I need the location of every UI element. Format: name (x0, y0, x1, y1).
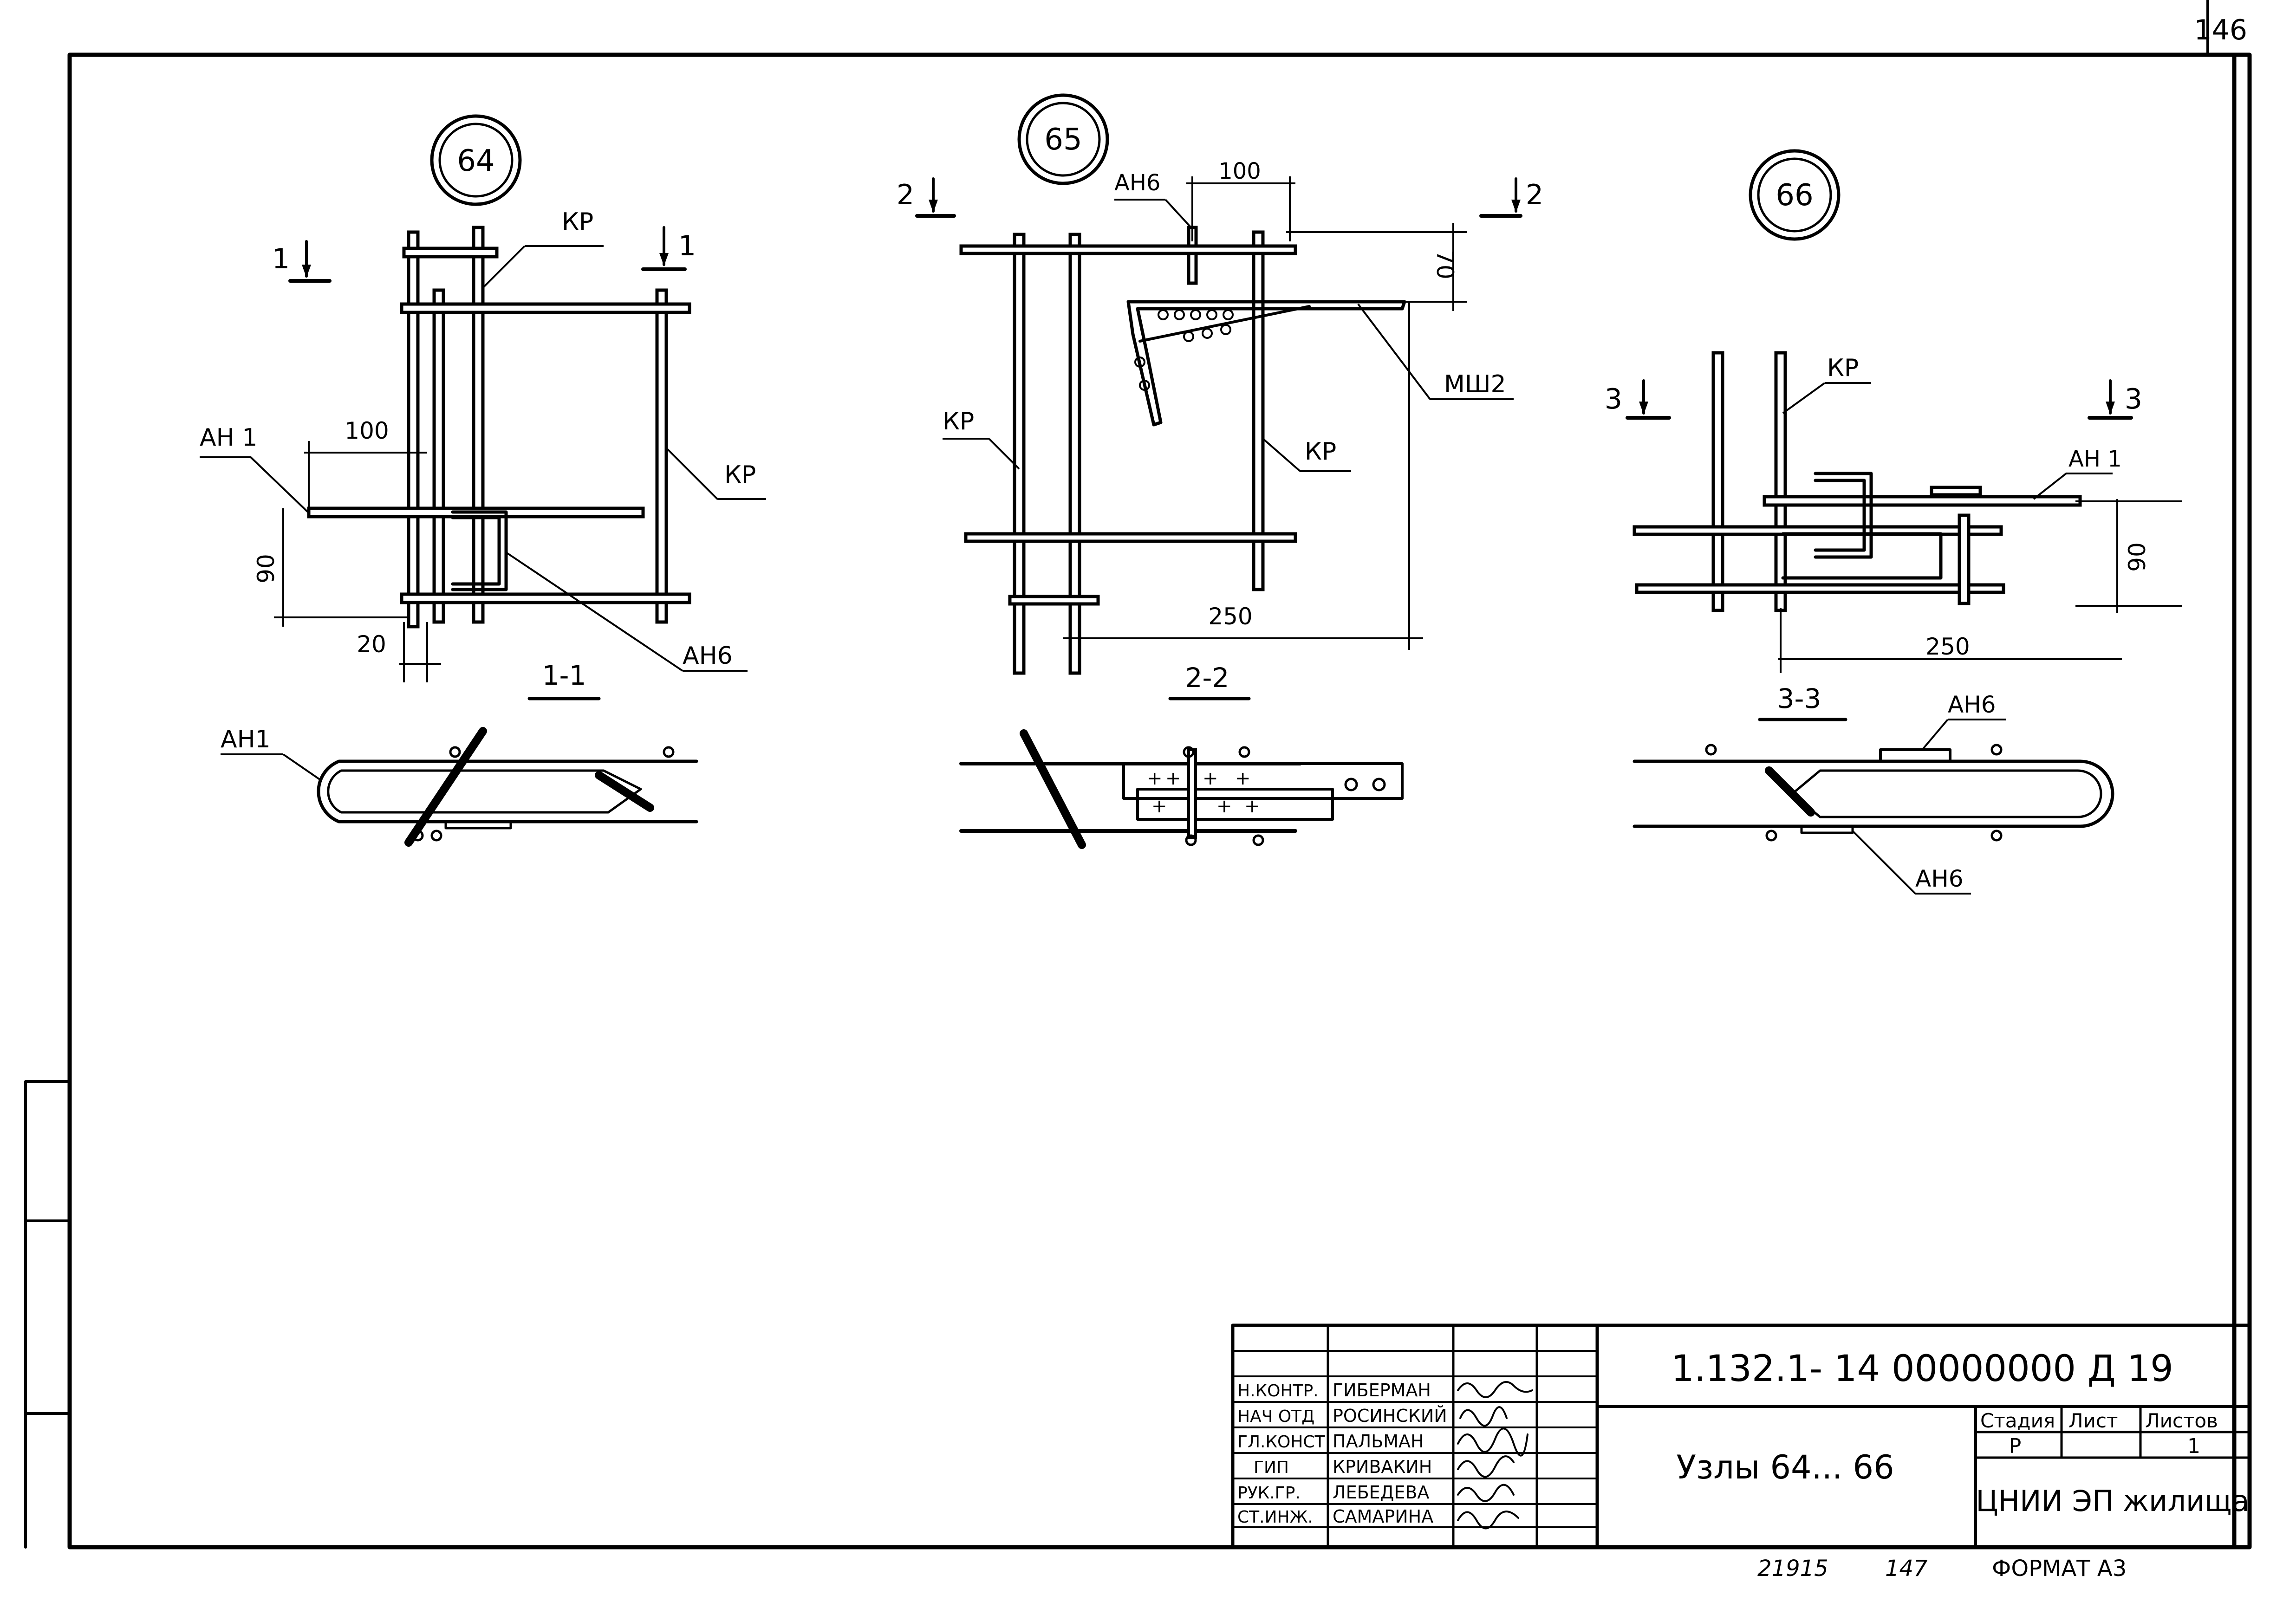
section-3-3-title: 3-3 (1777, 683, 1821, 714)
tb-sheets-value: 1 (2187, 1434, 2200, 1458)
svg-text:ПАЛЬМАН: ПАЛЬМАН (1333, 1431, 1424, 1452)
cut-marker-3-right: 3 (2088, 379, 2142, 420)
footer-inventory: 21915 (1757, 1556, 1828, 1582)
section-1-1: АН1 (221, 726, 698, 847)
node-65: 65 2 2 (897, 93, 1543, 849)
node-66-an1: АН 1 (2068, 446, 2122, 472)
section-3-3-an6-top: АН6 (1948, 691, 1996, 718)
node-65-number: 65 (1044, 123, 1082, 157)
node-66-kp: КР (1827, 354, 1859, 382)
node-64-an6: АН6 (683, 642, 733, 670)
svg-text:2: 2 (1526, 179, 1543, 211)
svg-text:1: 1 (272, 243, 290, 275)
node-65-an6: АН6 (1114, 170, 1160, 196)
node-64-marker (430, 114, 522, 206)
node-65-dim-70: 70 (1431, 250, 1458, 279)
svg-text:ГИБЕРМАН: ГИБЕРМАН (1333, 1380, 1431, 1401)
footer: 21915 147 ФОРМАТ А3 (1757, 1556, 2127, 1582)
svg-text:+: + (1165, 768, 1181, 789)
node-65-plan (959, 226, 1406, 675)
tb-signatures (1457, 1381, 1533, 1530)
node-65-kp-left: КР (943, 408, 974, 435)
section-1-1-title: 1-1 (542, 660, 586, 691)
node-66: 66 3 3 КР АН 1 (1605, 149, 2182, 895)
node-64-an1: АН 1 (200, 424, 257, 452)
svg-text:2: 2 (897, 179, 914, 211)
node-65-kp-right: КР (1305, 438, 1336, 466)
footer-copy: 147 (1885, 1556, 1928, 1582)
node-64-kp-right: КР (724, 461, 756, 489)
svg-text:ЛЕБЕДЕВА: ЛЕБЕДЕВА (1333, 1482, 1429, 1503)
node-64-kp-top: КР (562, 208, 593, 236)
section-1-1-an1: АН1 (221, 726, 271, 753)
node-66-dim-250: 250 (1925, 633, 1970, 660)
node-65-dim-250: 250 (1208, 603, 1252, 630)
svg-text:+: + (1147, 768, 1163, 789)
svg-text:РОСИНСКИЙ: РОСИНСКИЙ (1333, 1406, 1447, 1426)
node-64-dim-20: 20 (357, 631, 386, 658)
node-64-dim-90: 90 (253, 554, 280, 584)
section-3-3: АН6 АН6 (1633, 691, 2114, 895)
node-64-dim-100: 100 (345, 417, 389, 444)
svg-text:1: 1 (678, 230, 696, 262)
section-2-2-title: 2-2 (1185, 662, 1229, 694)
svg-text:РУК.ГР.: РУК.ГР. (1237, 1484, 1301, 1503)
section-3-3-an6-bottom: АН6 (1915, 865, 1964, 892)
svg-text:+: + (1216, 796, 1232, 817)
tb-stage-header: Стадия (1980, 1409, 2055, 1432)
node-64: 64 1 1 КР (200, 114, 766, 847)
svg-text:+: + (1235, 768, 1251, 789)
node-66-number: 66 (1776, 178, 1813, 213)
title-block: Н.КОНТР. ГИБЕРМАН НАЧ ОТД РОСИНСКИЙ ГЛ.К… (1231, 1323, 2251, 1549)
cut-marker-1-left: 1 (272, 240, 332, 283)
svg-text:+: + (1203, 768, 1218, 789)
node-64-plan (307, 226, 691, 629)
svg-text:ГИП: ГИП (1254, 1458, 1289, 1477)
sheet-frame: 146 (24, 0, 2252, 1550)
cut-marker-3-left: 3 (1605, 379, 1671, 420)
svg-text:3: 3 (2125, 383, 2142, 415)
tb-sheet-header: Лист (2068, 1409, 2118, 1432)
node-65-marker (1017, 93, 1109, 185)
svg-text:НАЧ ОТД: НАЧ ОТД (1237, 1407, 1314, 1426)
node-65-msh2: МШ2 (1444, 370, 1506, 398)
tb-organization: ЦНИИ ЭП жилища (1976, 1484, 2249, 1518)
svg-text:3: 3 (1605, 383, 1622, 415)
node-66-plan (1633, 351, 2082, 612)
svg-text:+: + (1244, 796, 1260, 817)
footer-format: ФОРМАТ А3 (1992, 1556, 2127, 1582)
cut-marker-1-right: 1 (641, 226, 696, 271)
node-64-number: 64 (457, 144, 494, 178)
tb-sheets-header: Листов (2145, 1409, 2218, 1432)
svg-text:Н.КОНТР.: Н.КОНТР. (1237, 1381, 1319, 1401)
svg-text:КРИВАКИН: КРИВАКИН (1333, 1457, 1432, 1477)
svg-text:ГЛ.КОНСТ: ГЛ.КОНСТ (1237, 1433, 1326, 1452)
weld-marks (1134, 309, 1234, 391)
svg-text:+: + (1151, 796, 1167, 817)
tb-title: Узлы 64... 66 (1676, 1448, 1894, 1486)
sheet-number: 146 (2194, 14, 2247, 46)
node-66-dim-90: 90 (2124, 542, 2151, 572)
tb-roles: Н.КОНТР. ГИБЕРМАН НАЧ ОТД РОСИНСКИЙ ГЛ.К… (1237, 1380, 1447, 1527)
cut-marker-2-right: 2 (1479, 177, 1543, 218)
section-2-2: ++ ++ +++ (959, 729, 1404, 849)
node-65-dim-100: 100 (1218, 158, 1261, 184)
node-66-marker (1749, 149, 1841, 241)
tb-document-code: 1.132.1- 14 00000000 Д 19 (1671, 1348, 2173, 1390)
svg-text:СТ.ИНЖ.: СТ.ИНЖ. (1237, 1508, 1313, 1527)
cut-marker-2-left: 2 (897, 177, 956, 218)
svg-text:САМАРИНА: САМАРИНА (1333, 1506, 1433, 1527)
tb-stage-value: Р (2009, 1434, 2022, 1458)
rivet-marks: ++ ++ +++ (1147, 768, 1260, 817)
